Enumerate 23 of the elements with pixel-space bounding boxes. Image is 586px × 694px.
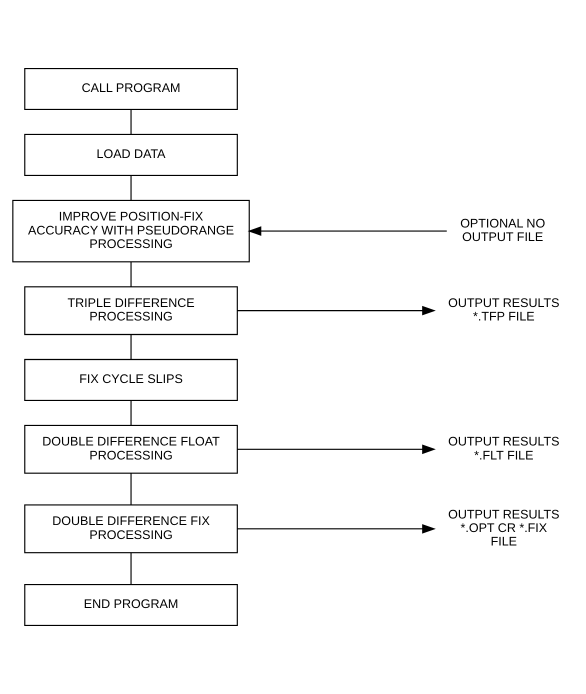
connector [130, 473, 132, 505]
node-text: OPTIONAL NO OUTPUT FILE [460, 216, 546, 244]
node-box: END PROGRAM [24, 584, 238, 626]
connector [130, 110, 132, 134]
connector [130, 552, 132, 584]
node-box: DOUBLE DIFFERENCE FIX PROCESSING [24, 504, 238, 554]
node-text: OUTPUT RESULTS *.OPT CR *.FIX FILE [448, 507, 560, 549]
node-text: OUTPUT RESULTS *.TFP FILE [448, 296, 560, 324]
node-box: TRIPLE DIFFERENCE PROCESSING [24, 286, 238, 336]
node-box: LOAD DATA [24, 134, 238, 176]
node-box: CALL PROGRAM [24, 68, 238, 110]
connector [130, 262, 132, 287]
node-text: OUTPUT RESULTS *.FLT FILE [448, 434, 560, 462]
node-box: IMPROVE POSITION-FIX ACCURACY WITH PSEUDORANGE PROCESSING [12, 200, 250, 262]
arrow [237, 306, 436, 316]
arrow [248, 226, 447, 236]
connector [130, 334, 132, 360]
node-box: FIX CYCLE SLIPS [24, 358, 238, 401]
arrow [237, 444, 436, 454]
node-box: DOUBLE DIFFERENCE FLOAT PROCESSING [24, 424, 238, 474]
connector [130, 400, 132, 426]
arrow [237, 524, 436, 534]
connector [130, 175, 132, 200]
